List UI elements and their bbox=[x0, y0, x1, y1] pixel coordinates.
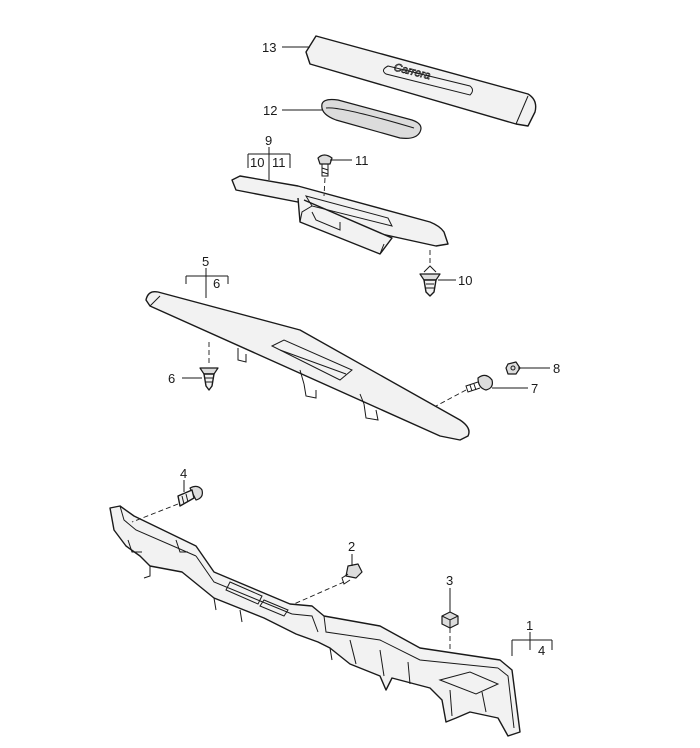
leader-9 bbox=[247, 147, 291, 180]
part-3-nut[interactable] bbox=[441, 611, 459, 629]
assembly-line-7 bbox=[435, 389, 467, 407]
part-1-lower-bracket[interactable] bbox=[109, 505, 521, 737]
callout-3: 3 bbox=[446, 573, 453, 588]
assembly-line-2 bbox=[293, 581, 345, 605]
assembly-line-4 bbox=[131, 503, 179, 523]
callout-9: 9 bbox=[265, 133, 272, 148]
callout-6: 6 bbox=[168, 371, 175, 386]
leader-1 bbox=[511, 632, 553, 656]
leader-5 bbox=[185, 268, 229, 298]
callout-10: 10 bbox=[458, 273, 472, 288]
part-12-light-lens[interactable] bbox=[321, 98, 422, 139]
part-10-clip[interactable] bbox=[419, 265, 441, 297]
callout-5: 5 bbox=[202, 254, 209, 269]
part-7-bolt[interactable] bbox=[465, 374, 493, 393]
callout-9-sub-10: 10 bbox=[250, 155, 264, 170]
assembly-line-11 bbox=[323, 177, 326, 197]
part-9-housing[interactable] bbox=[231, 175, 449, 255]
part-11-screw[interactable] bbox=[317, 154, 333, 177]
callout-8: 8 bbox=[553, 361, 560, 376]
callout-11: 11 bbox=[355, 153, 369, 168]
callout-9-sub-11: 11 bbox=[272, 155, 286, 170]
callout-13: 13 bbox=[262, 40, 276, 55]
part-2-screw[interactable] bbox=[341, 563, 363, 585]
part-4-pin[interactable] bbox=[177, 485, 203, 507]
callout-12: 12 bbox=[263, 103, 277, 118]
callout-1-sub-4: 4 bbox=[538, 643, 545, 658]
part-6-clip[interactable] bbox=[199, 367, 219, 391]
callout-1: 1 bbox=[526, 618, 533, 633]
part-5-cover-panel[interactable] bbox=[145, 290, 470, 441]
callout-2: 2 bbox=[348, 539, 355, 554]
callout-4: 4 bbox=[180, 466, 187, 481]
callout-5-sub-6: 6 bbox=[213, 276, 220, 291]
part-13-trim-plate[interactable]: Carrera bbox=[305, 35, 537, 127]
callout-7: 7 bbox=[531, 381, 538, 396]
part-8-nut[interactable] bbox=[505, 361, 521, 375]
